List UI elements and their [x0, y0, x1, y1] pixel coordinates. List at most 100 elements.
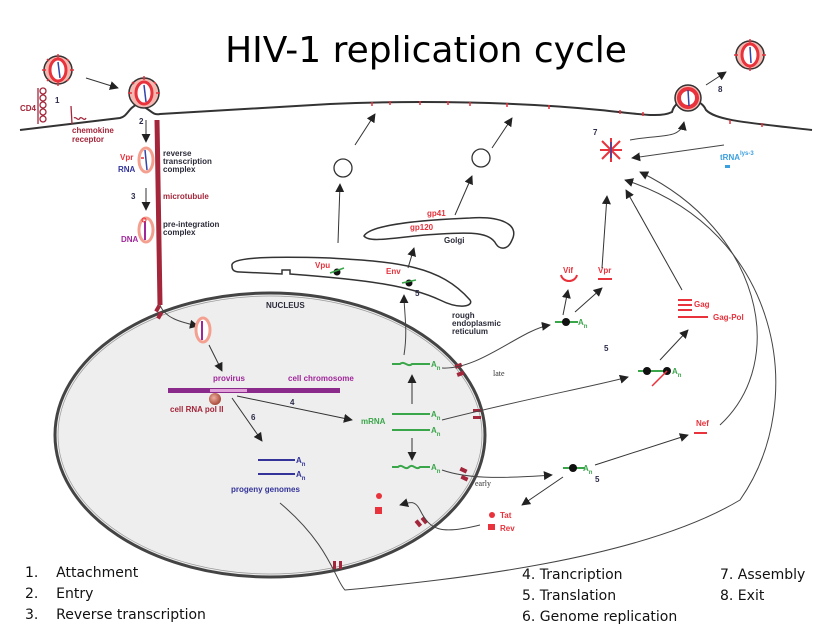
- progeny-genome-icons: [258, 459, 295, 475]
- rough-er-icon: [231, 256, 472, 307]
- trna-to-assembly-arrow: [631, 144, 725, 162]
- legend-item: 3. Reverse transcription: [25, 607, 206, 623]
- er-to-golgi-arrow: [407, 247, 416, 269]
- golgi-to-vesicle-arrow: [454, 175, 473, 216]
- mature-virion-icon: [734, 39, 766, 71]
- assembly-site-icon: [600, 138, 622, 162]
- tat-protein-icon: [489, 512, 495, 518]
- microtubule-icon: [154, 119, 163, 306]
- poly-a-label: An: [431, 426, 441, 438]
- rtc-label-1: reverse: [163, 149, 192, 158]
- legend-item: 5. Translation: [522, 588, 616, 604]
- gag-translation-arrow: [659, 329, 689, 361]
- step-8-number: 8: [718, 85, 723, 94]
- chemokine-label-2: receptor: [72, 135, 104, 144]
- poly-a-label: An: [296, 456, 306, 468]
- poly-a-label: An: [578, 318, 588, 330]
- nuclear-pores: [154, 304, 481, 569]
- golgi-label: Golgi: [444, 236, 464, 245]
- exit-arrow: [705, 71, 727, 86]
- rna-pol-label: cell RNA pol II: [170, 405, 224, 414]
- poly-a-label: An: [583, 464, 593, 476]
- genome-replication-arrow: [231, 397, 263, 442]
- step-3-number: 3: [131, 192, 136, 201]
- nef-label: Nef: [696, 419, 709, 428]
- legend-item: 4. Trancription: [522, 567, 623, 583]
- poly-a-label: An: [431, 463, 441, 475]
- attachment-arrow: [85, 77, 119, 90]
- gag-label: Gag: [694, 300, 710, 309]
- mrna-label: mRNA: [361, 417, 386, 426]
- integration-arrow: [208, 344, 223, 372]
- gag-gag-pol-polysome-icon: [638, 367, 671, 387]
- chemokine-label-1: chemokine: [72, 126, 114, 135]
- rer-label-1: rough: [452, 311, 475, 320]
- chemokine-receptor-icon: [70, 105, 87, 125]
- reverse-transcription-complex-icon: [137, 146, 155, 174]
- gag-to-assembly-arrow: [625, 189, 683, 291]
- step-5-number-center: 5: [604, 344, 609, 353]
- nef-to-assembly-arrow: [639, 171, 758, 426]
- gag-protein-icons: [678, 299, 708, 318]
- env-vesicle-icon: [471, 148, 491, 168]
- vif-vpr-polysome-icon: [555, 318, 578, 326]
- legend-item: 2. Entry: [25, 586, 93, 602]
- rev-label: Rev: [500, 524, 515, 533]
- nucleus: [53, 291, 487, 579]
- vpu-vesicle-icon: [333, 158, 353, 178]
- nuclear-import-arrow: [159, 304, 199, 329]
- rer-label-3: reticulum: [452, 327, 488, 336]
- cd4-label: CD4: [20, 104, 37, 113]
- legend-item: 6. Genome replication: [522, 609, 677, 625]
- nucleus-inner-membrane: [57, 295, 483, 575]
- legend: 1. Attachment 2. Entry 3. Reverse transc…: [25, 565, 805, 625]
- cd4-receptor-icon: [37, 87, 47, 124]
- genome-to-assembly-arrow: [279, 178, 777, 591]
- poly-a-label: An: [431, 360, 441, 372]
- legend-item: 8. Exit: [720, 588, 765, 604]
- vpr-label-right: Vpr: [598, 266, 611, 275]
- env-mrna-to-er-arrow: [399, 294, 409, 356]
- cell-chromosome-label: cell chromosome: [288, 374, 354, 383]
- late-label: late: [493, 369, 505, 378]
- rer-label-2: endoplasmic: [452, 319, 501, 328]
- gp41-label: gp41: [427, 209, 446, 218]
- dna-label: DNA: [121, 235, 139, 244]
- progeny-genomes-label: progeny genomes: [231, 485, 300, 494]
- legend-item: 7. Assembly: [720, 567, 805, 583]
- er-to-vesicle-arrow: [335, 183, 345, 244]
- transcription-arrow: [236, 395, 353, 423]
- rtc-label-3: complex: [163, 165, 196, 174]
- env-vesicle-to-membrane-arrow: [491, 117, 513, 149]
- pic-label-1: pre-integration: [163, 220, 220, 229]
- nuclear-tat-icon: [376, 493, 382, 499]
- pic-label-2: complex: [163, 228, 196, 237]
- tat-rev-translation-arrow: [521, 476, 564, 506]
- trna-icon: [725, 165, 730, 168]
- pre-integration-complex-icon: [137, 216, 155, 244]
- rna-pol-ii-icon: [209, 393, 221, 405]
- mrna-icons: [392, 361, 430, 470]
- trna-label: tRNAlys-3: [720, 151, 754, 162]
- step-6-number: 6: [251, 413, 256, 422]
- golgi-icon: [363, 216, 515, 249]
- nuclear-pic-icon: [194, 316, 212, 344]
- poly-a-label: An: [296, 470, 306, 482]
- gp120-label: gp120: [410, 223, 434, 232]
- rna-label: RNA: [118, 165, 136, 174]
- step-4-number: 4: [290, 398, 295, 407]
- rtc-label-2: transcription: [163, 157, 212, 166]
- vesicle-to-membrane-arrow: [354, 113, 376, 146]
- er-ribosome-icons: [329, 267, 417, 287]
- poly-a-label: An: [672, 367, 682, 379]
- diagram-title: HIV-1 replication cycle: [225, 30, 627, 71]
- vif-label: Vif: [563, 266, 573, 275]
- vpr-to-assembly-arrow: [601, 195, 611, 269]
- provirus-label: provirus: [213, 374, 246, 383]
- vif-protein-icon: [560, 274, 578, 282]
- tat-rev-nef-polysome-icon: [563, 464, 585, 472]
- rev-protein-icon: [488, 524, 495, 530]
- step-5-number-early: 5: [595, 475, 600, 484]
- step-5-number-er: 5: [415, 289, 420, 298]
